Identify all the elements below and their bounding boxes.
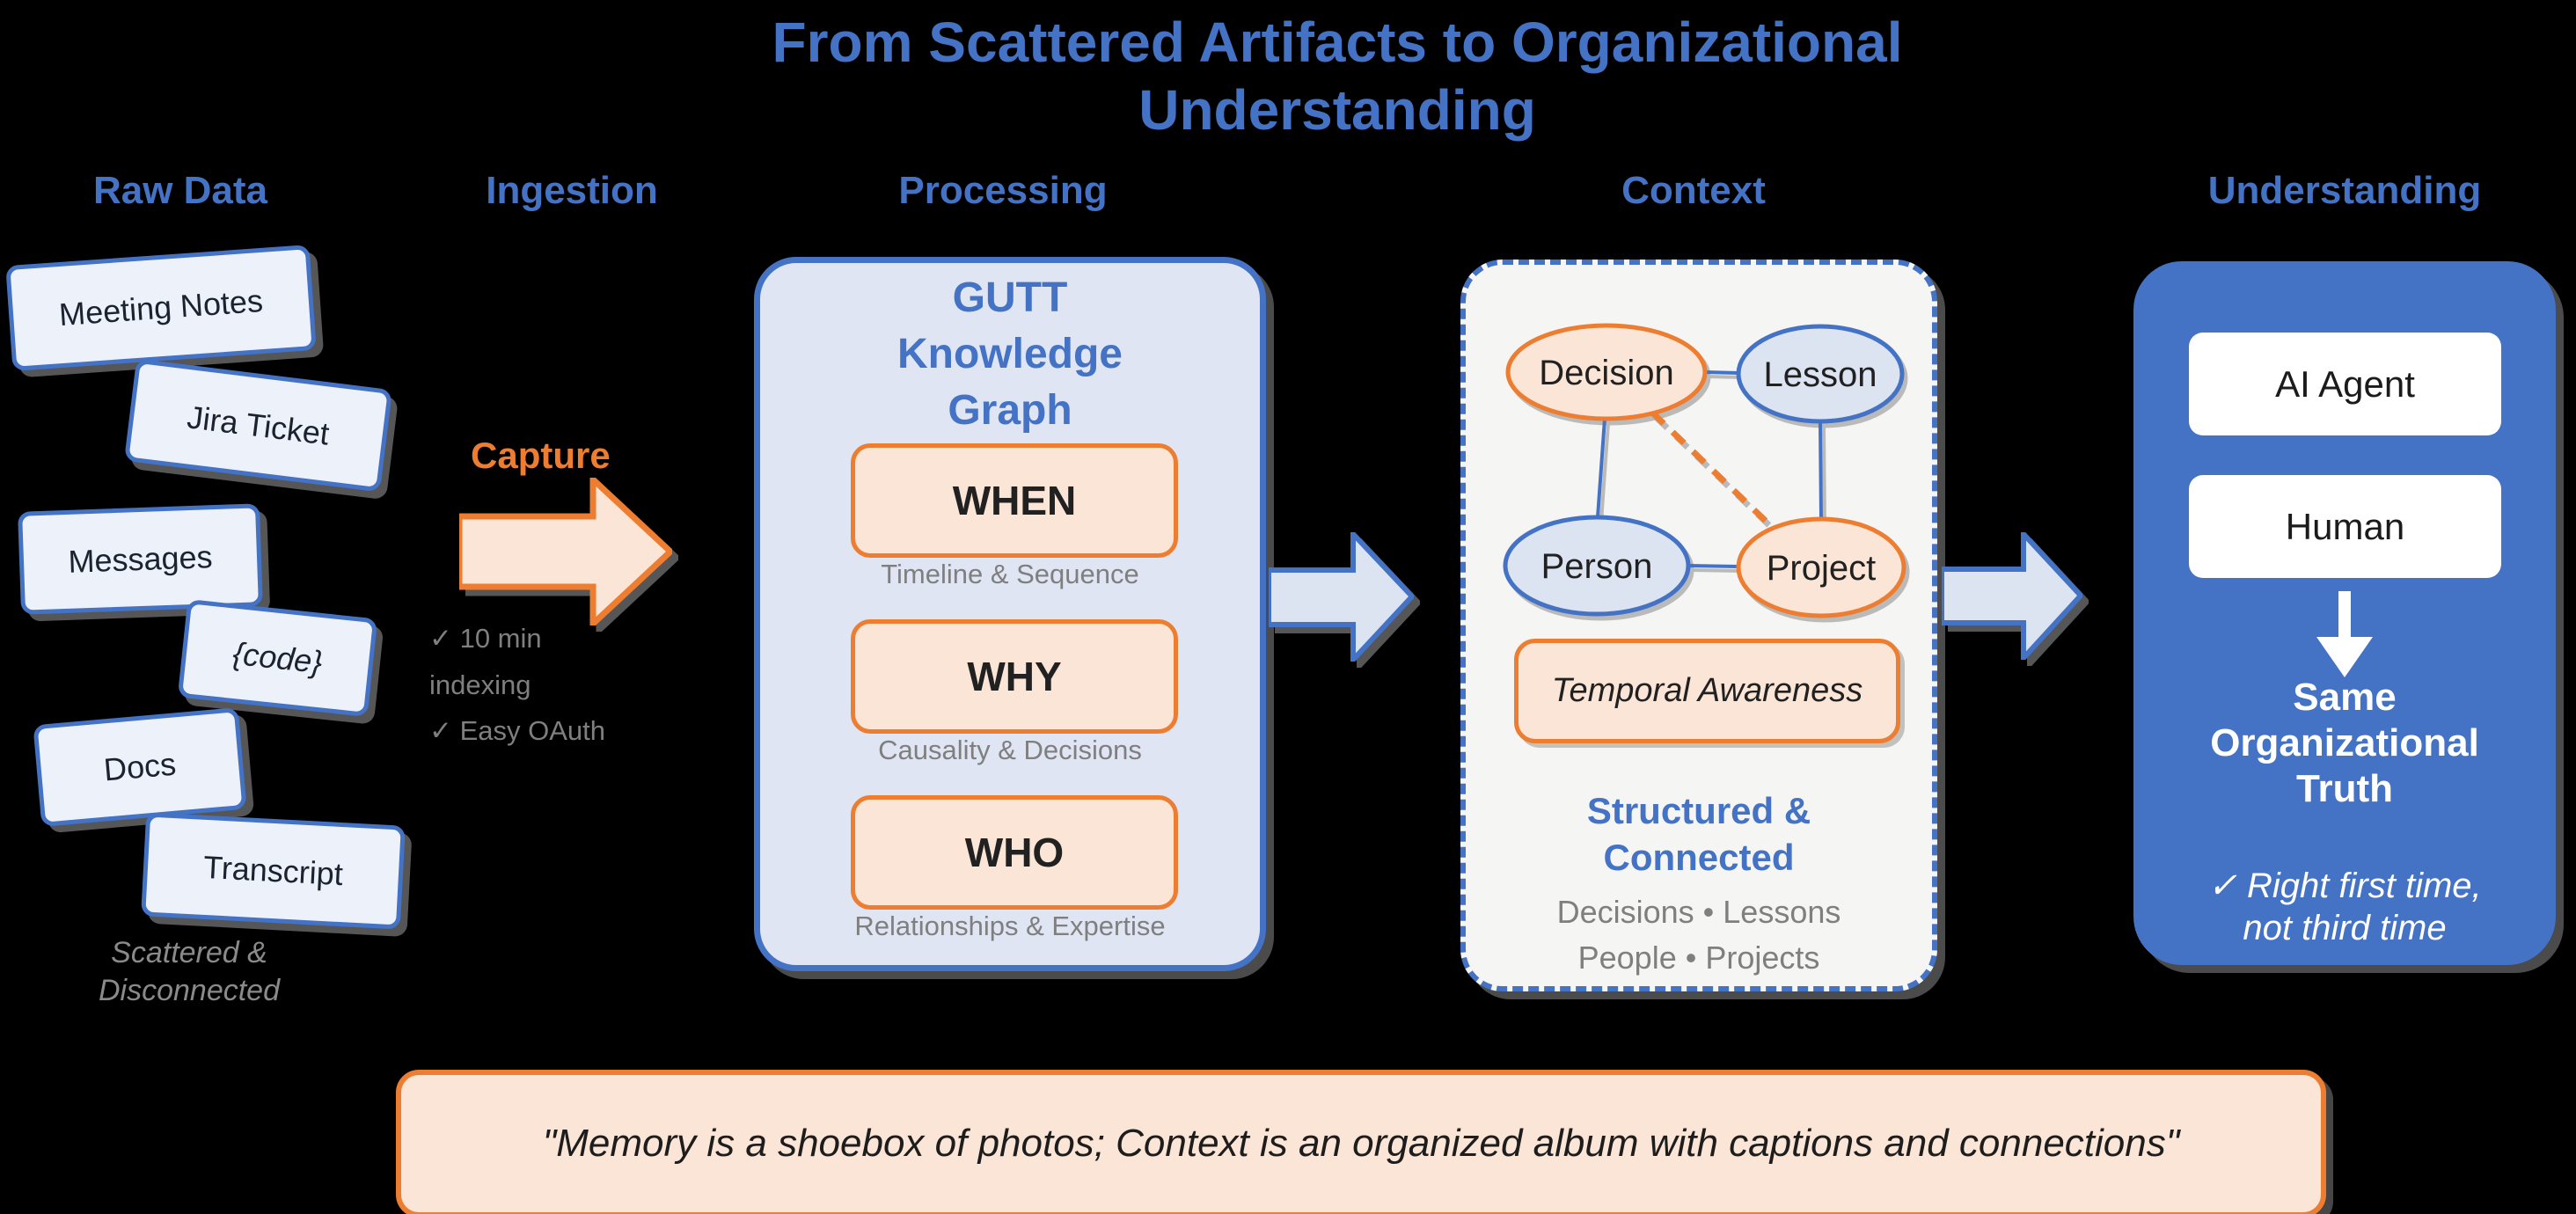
flow-arrow-shape [1269,532,1414,662]
node-person-label: Person [1541,547,1653,586]
raw-card-transcript: Transcript [141,812,406,930]
down-arrow-icon [2316,591,2373,677]
capture-label: Capture [471,435,611,476]
why-caption: Causality & Decisions [878,735,1142,765]
node-project [1736,516,1906,618]
node-project-label: Project [1767,549,1877,588]
page-title: From Scattered Artifacts to Organization… [772,11,1903,142]
flow-arrow-context-to-understanding [1942,532,2082,660]
edge-decision-project-dashed [1650,410,1772,527]
who-box: WHO [851,795,1178,910]
raw-card-messages: Messages [18,503,263,615]
node-person [1503,515,1691,617]
raw-card-code: {code} [177,598,378,718]
column-header-context: Context [1621,169,1766,212]
node-lesson [1736,324,1905,424]
ai-agent-box: AI Agent [2189,333,2501,435]
capture-arrow-shape [459,478,672,625]
temporal-awareness-box: Temporal Awareness [1514,639,1900,743]
ingestion-notes: ✓ 10 min indexing ✓ Easy OAuth [429,623,606,747]
when-caption: Timeline & Sequence [881,559,1139,589]
node-decision-label: Decision [1539,354,1673,392]
edge-lesson-project [1819,421,1823,520]
node-decision [1505,323,1708,421]
flow-arrow-shape [1942,532,2082,660]
edge-decision-lesson [1704,370,1739,375]
truth-label: Same Organizational Truth [2210,676,2479,810]
context-panel: Decision Lesson Person Project Temporal … [1460,260,1937,991]
processing-panel: GUTT Knowledge Graph WHEN Timeline & Seq… [754,257,1266,971]
down-arrow-shape [2316,591,2373,677]
column-header-understanding: Understanding [2207,169,2482,212]
capture-arrow-icon [459,478,672,625]
when-box: WHEN [851,443,1178,558]
who-caption: Relationships & Expertise [854,910,1166,941]
raw-card-meeting-notes: Meeting Notes [5,245,317,371]
quote-box: "Memory is a shoebox of photos; Context … [396,1070,2326,1214]
context-subtitle: Structured & Connected [1586,790,1811,878]
column-header-ingestion: Ingestion [486,169,658,212]
understanding-panel: AI Agent Human Same Organizational Truth… [2133,261,2556,965]
flow-arrow-processing-to-context [1269,532,1414,662]
edge-person-project [1687,564,1739,568]
context-categories: Decisions • Lessons People • Projects [1556,894,1841,976]
gutt-title: GUTT Knowledge Graph [896,274,1123,434]
edge-decision-person [1596,418,1606,518]
human-box: Human [2189,475,2501,578]
quote-text: "Memory is a shoebox of photos; Context … [542,1122,2180,1165]
benefit-label: ✓ Right first time, not third time [2207,867,2482,947]
raw-data-footnote: Scattered & Disconnected [98,936,280,1007]
node-lesson-label: Lesson [1764,355,1877,394]
why-box: WHY [851,619,1178,734]
knowledge-graph: Decision Lesson Person Project [1503,323,1906,618]
raw-card-jira-ticket: Jira Ticket [123,358,393,493]
column-header-processing: Processing [898,169,1108,212]
raw-card-docs: Docs [33,707,247,827]
column-header-raw-data: Raw Data [92,169,268,212]
